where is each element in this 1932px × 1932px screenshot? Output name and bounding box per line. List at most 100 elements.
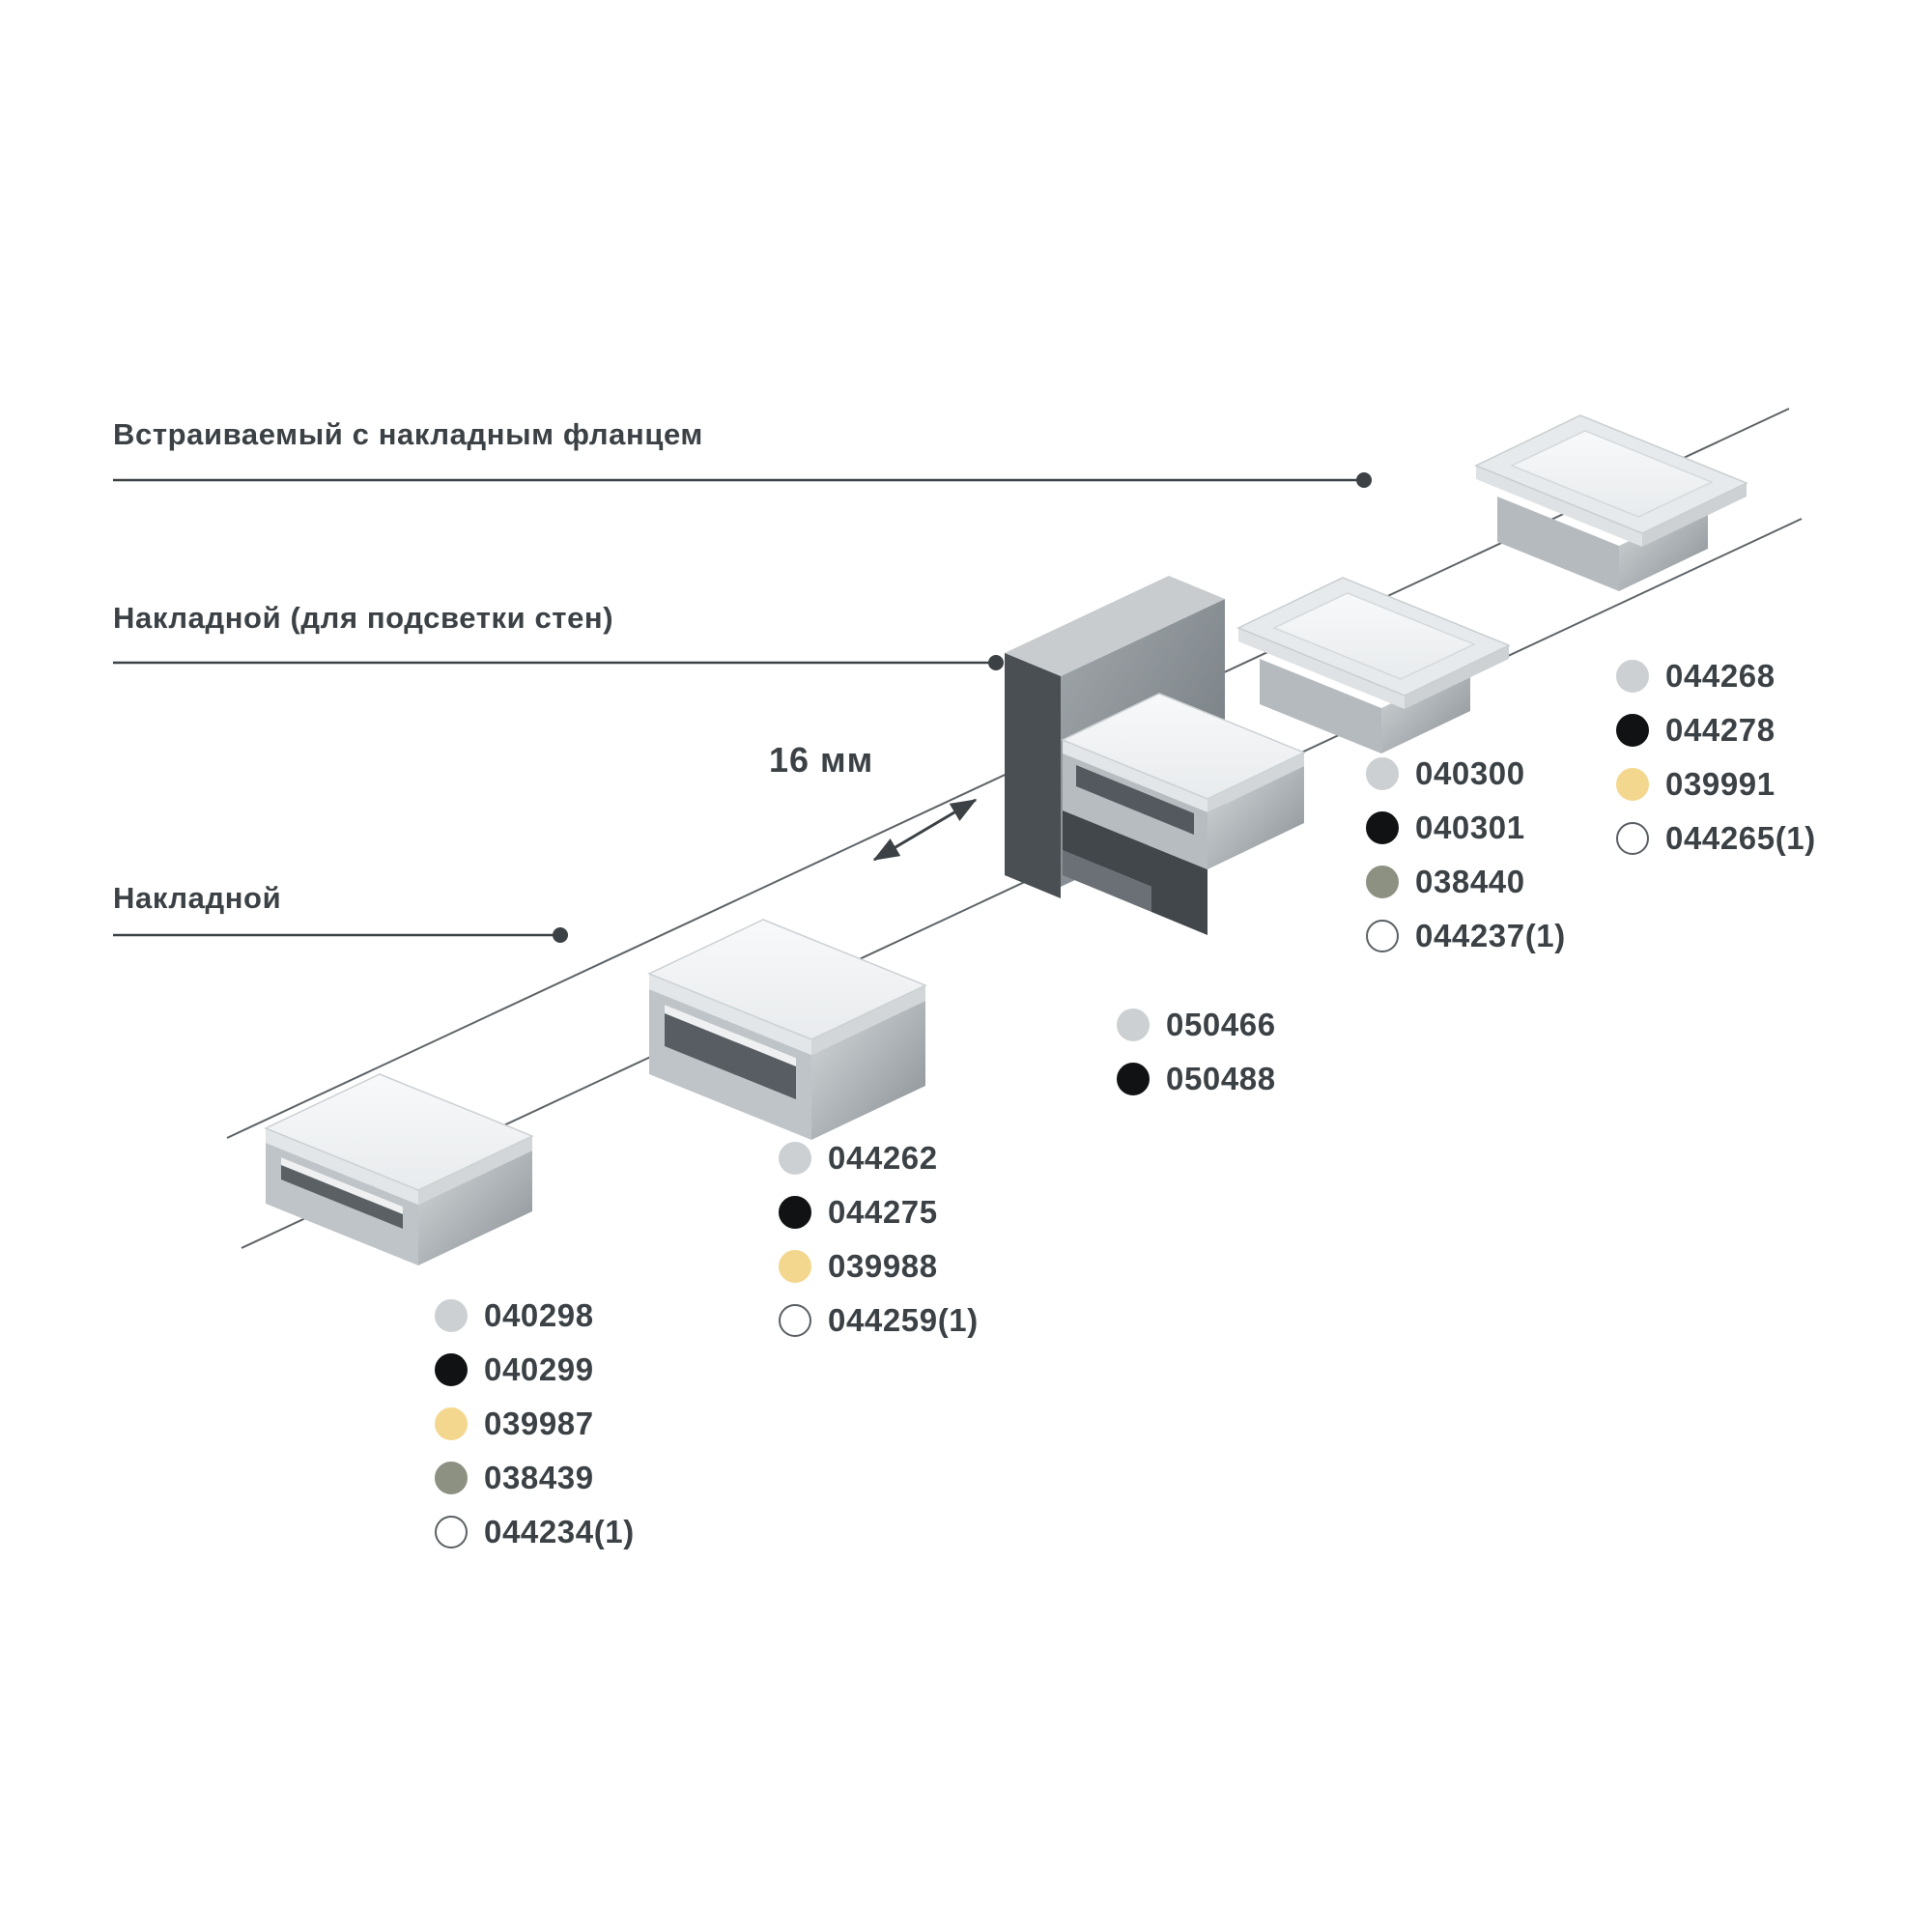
- profile-recessed-near-flange-front-edge: [1238, 628, 1405, 709]
- leader-dot-surface-wall: [988, 655, 1004, 670]
- code-row: 040301: [1366, 810, 1566, 845]
- code-group-recessed-near: 040300 040301 038440 044237(1): [1366, 755, 1566, 953]
- leader-dot-recessed-flange: [1356, 472, 1372, 488]
- product-code: 044265(1): [1665, 820, 1816, 856]
- profile-recessed-flange-far: [1474, 414, 1748, 591]
- code-row: 050466: [1117, 1007, 1276, 1042]
- profile-wall-washer-channel-opening: [1076, 765, 1194, 835]
- profile-wall-washer-bracket: [1063, 810, 1208, 935]
- profile-surface-deep-channel-opening: [665, 1005, 796, 1099]
- profile-wall-washer-cover: [1061, 693, 1306, 800]
- code-row: 050488: [1117, 1061, 1276, 1096]
- profile-recessed-flange-near: [1236, 577, 1511, 753]
- code-row: 044275: [779, 1194, 979, 1230]
- profile-wall-washer-bracket-lip: [1063, 850, 1151, 912]
- product-code: 044262: [828, 1140, 938, 1176]
- color-swatch-icon: [1366, 920, 1399, 952]
- profile-recessed-near-body-front: [1260, 659, 1381, 753]
- color-swatch-icon: [435, 1462, 468, 1494]
- profile-surface-deep-cover-side-edge: [811, 985, 925, 1055]
- color-swatch-icon: [1616, 768, 1649, 801]
- product-code: 039988: [828, 1248, 938, 1284]
- color-swatch-icon: [779, 1304, 811, 1337]
- profile-wall-washer-plate-front: [1005, 653, 1061, 898]
- profile-wall-washer: [1005, 576, 1306, 935]
- profile-surface-deep: [647, 919, 927, 1140]
- code-row: 040300: [1366, 755, 1566, 791]
- profile-recessed-far-cover: [1510, 430, 1714, 518]
- code-row: 039991: [1616, 766, 1816, 802]
- code-row: 044268: [1616, 658, 1816, 694]
- color-swatch-icon: [1117, 1063, 1150, 1095]
- color-swatch-icon: [1366, 757, 1399, 790]
- color-swatch-icon: [1616, 822, 1649, 855]
- product-code: 040299: [484, 1351, 594, 1387]
- color-swatch-icon: [1616, 660, 1649, 693]
- color-swatch-icon: [1616, 714, 1649, 747]
- profile-surface-low-cover-side-edge: [418, 1136, 532, 1205]
- color-swatch-icon: [779, 1250, 811, 1283]
- code-row: 040298: [435, 1297, 635, 1333]
- product-code: 044275: [828, 1194, 938, 1230]
- profile-surface-deep-cover: [647, 919, 927, 1040]
- code-group-surface-deep: 044262 044275 039988 044259(1): [779, 1140, 979, 1338]
- code-row: 038439: [435, 1460, 635, 1495]
- product-code: 050466: [1166, 1007, 1276, 1042]
- product-code: 044237(1): [1415, 918, 1566, 953]
- profile-recessed-near-cover: [1272, 592, 1476, 680]
- product-code: 044278: [1665, 712, 1776, 748]
- code-row: 044278: [1616, 712, 1816, 748]
- profile-surface-low-cover-underside: [281, 1157, 403, 1214]
- color-swatch-icon: [435, 1516, 468, 1548]
- product-code: 038439: [484, 1460, 594, 1495]
- code-row: 040299: [435, 1351, 635, 1387]
- profile-recessed-far-body-front: [1497, 497, 1619, 591]
- profile-surface-low-cover-front-edge: [266, 1128, 418, 1205]
- leader-dot-surface: [553, 927, 568, 943]
- product-code: 044259(1): [828, 1302, 979, 1338]
- code-row: 038440: [1366, 864, 1566, 899]
- profile-surface-low-cover: [264, 1073, 534, 1191]
- label-surface-wall: Накладной (для подсветки стен): [113, 601, 614, 635]
- profile-surface-deep-cover-underside: [665, 1005, 796, 1066]
- color-swatch-icon: [1117, 1009, 1150, 1041]
- profile-recessed-far-flange-front-edge: [1476, 466, 1642, 547]
- product-code: 038440: [1415, 864, 1525, 899]
- code-row: 044237(1): [1366, 918, 1566, 953]
- product-code: 050488: [1166, 1061, 1276, 1096]
- dimension-label: 16 мм: [769, 740, 874, 780]
- product-code: 040301: [1415, 810, 1525, 845]
- code-group-wall-washer: 050466 050488: [1117, 1007, 1276, 1096]
- code-row: 044259(1): [779, 1302, 979, 1338]
- color-swatch-icon: [435, 1407, 468, 1440]
- profile-wall-washer-plate-top: [1005, 576, 1225, 676]
- label-recessed-flange: Встраиваемый с накладным фланцем: [113, 417, 703, 451]
- profile-surface-deep-cover-front-edge: [649, 974, 811, 1055]
- profile-surface-low: [264, 1073, 534, 1265]
- code-row: 044262: [779, 1140, 979, 1176]
- color-swatch-icon: [435, 1353, 468, 1386]
- color-swatch-icon: [1366, 866, 1399, 898]
- code-row: 044234(1): [435, 1514, 635, 1549]
- code-group-surface-low: 040298 040299 039987 038439 044234(1): [435, 1297, 635, 1549]
- color-swatch-icon: [779, 1196, 811, 1229]
- product-code: 044268: [1665, 658, 1776, 694]
- profile-recessed-near-flange-side-edge: [1405, 645, 1509, 709]
- dimension-arrow: [872, 798, 978, 862]
- color-swatch-icon: [1366, 811, 1399, 844]
- profile-surface-deep-side: [811, 1001, 925, 1140]
- profile-recessed-far-flange-side-edge: [1642, 483, 1747, 547]
- product-code: 044234(1): [484, 1514, 635, 1549]
- product-code: 039991: [1665, 766, 1776, 802]
- profile-wall-washer-cover-side-edge: [1208, 753, 1304, 812]
- color-swatch-icon: [779, 1142, 811, 1175]
- product-code: 040298: [484, 1297, 594, 1333]
- code-row: 044265(1): [1616, 820, 1816, 856]
- product-code: 040300: [1415, 755, 1525, 791]
- code-row: 039987: [435, 1406, 635, 1441]
- color-swatch-icon: [435, 1299, 468, 1332]
- product-code: 039987: [484, 1406, 594, 1441]
- profile-wall-washer-cover-front-edge: [1063, 740, 1208, 812]
- code-row: 039988: [779, 1248, 979, 1284]
- profile-wall-washer-body-side: [1208, 766, 1304, 869]
